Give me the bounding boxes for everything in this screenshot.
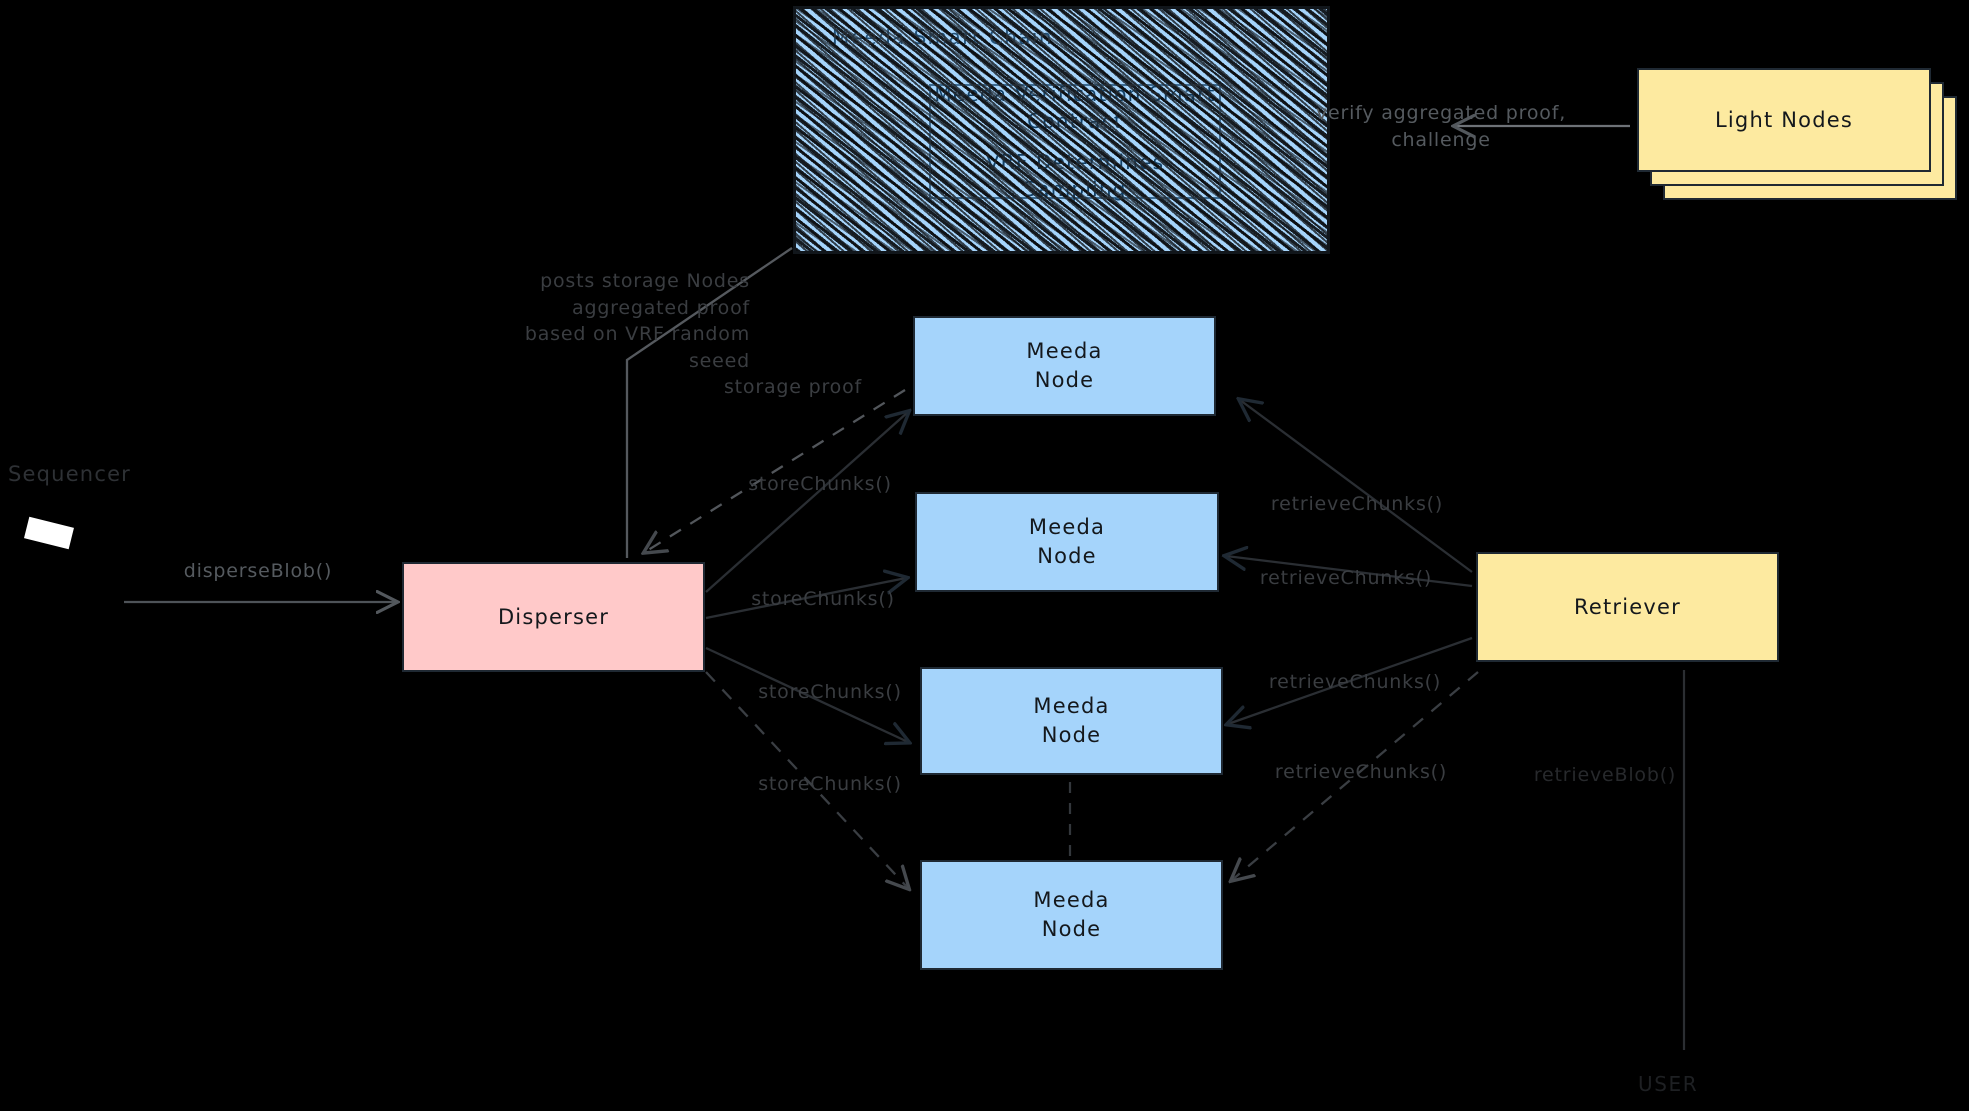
edge-retriever-to-node1 (1240, 400, 1473, 573)
retriever-box[interactable]: Retriever (1476, 552, 1779, 662)
sequencer-label: Sequencer (8, 462, 132, 486)
edge-retriever-to-node2 (1226, 556, 1473, 588)
meeda-node-3[interactable]: Meeda Node (920, 667, 1223, 775)
light-nodes-box[interactable]: Light Nodes (1637, 68, 1931, 172)
disperser-box[interactable]: Disperser (402, 562, 705, 672)
edge-disperser-to-chain (625, 247, 793, 558)
edge-disperser-to-node3 (705, 646, 908, 742)
edge-disperser-to-node2 (705, 578, 906, 620)
vrf-sampling-label: VRF Determines Sampling (985, 149, 1165, 201)
light-nodes-stack[interactable]: Light Nodes (1637, 68, 1967, 200)
chain-title: Meeda Smart Chain (832, 25, 1053, 49)
edge-node1-to-disperser-storage-proof (645, 389, 906, 552)
verification-contract-label: Meeda Verification Smart Contract (934, 81, 1216, 133)
meeda-node-4[interactable]: Meeda Node (920, 860, 1223, 970)
meeda-verification-smart-contract-box[interactable]: Meeda Verification Smart Contract VRF De… (929, 81, 1221, 201)
meeda-smart-chain-box[interactable]: Meeda Smart Chain Meeda Verification Sma… (793, 6, 1330, 254)
edge-retriever-to-node4 (1232, 671, 1479, 880)
user-label: USER (1638, 1072, 1699, 1096)
edge-disperser-to-node4 (705, 671, 908, 888)
meeda-node-2[interactable]: Meeda Node (915, 492, 1219, 592)
meeda-node-1[interactable]: Meeda Node (913, 316, 1216, 416)
edge-disperser-to-node1 (705, 412, 908, 593)
edge-retriever-to-node3 (1228, 636, 1473, 724)
